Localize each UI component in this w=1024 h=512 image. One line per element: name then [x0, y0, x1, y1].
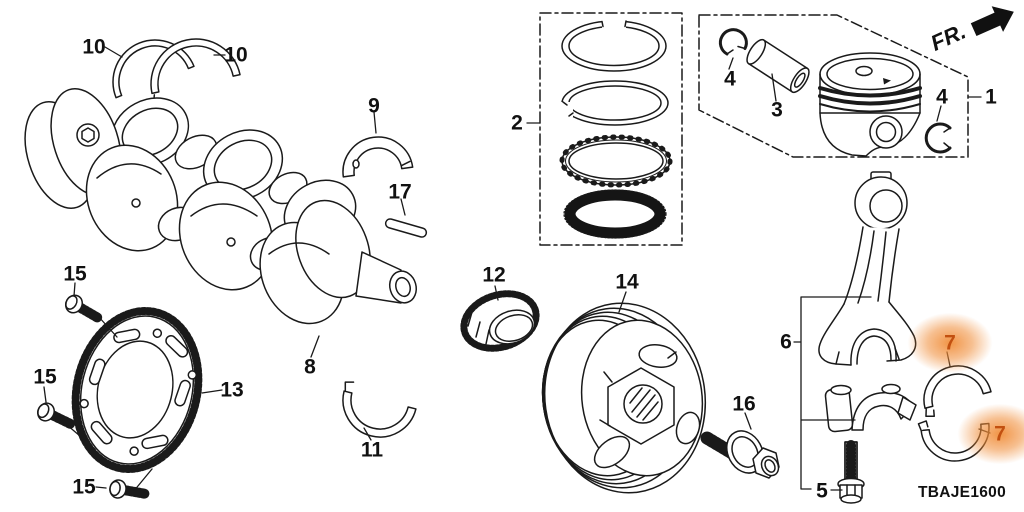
pin-clip-left-drawing	[718, 28, 748, 56]
highlight-glow-rod-bearing-lower	[941, 392, 1024, 476]
piston-drawing	[818, 52, 922, 157]
pulley-bolt-16-drawing	[700, 430, 780, 479]
part-label-rod-bearing-lower[interactable]: 7	[994, 422, 1006, 446]
drive-plate-13-drawing	[71, 307, 203, 473]
part-label-drive-plate-bolt-left[interactable]: 15	[33, 365, 57, 389]
key-17-drawing	[384, 218, 428, 238]
part-label-main-bearing-lower[interactable]: 11	[360, 438, 384, 462]
rod-cap-drawing	[824, 383, 917, 433]
part-label-piston[interactable]: 1	[985, 85, 997, 109]
main-bearing-11-drawing	[342, 381, 417, 438]
part-label-drive-plate-bolt-top[interactable]: 15	[63, 262, 87, 286]
crank-pulley-14-drawing	[541, 302, 707, 494]
part-label-drive-plate-bolt-bottom[interactable]: 15	[72, 475, 96, 499]
part-label-pin-clip-left[interactable]: 4	[724, 67, 736, 91]
piston-kit-drawing	[698, 14, 969, 158]
part-label-main-bearing-upper-right[interactable]: 10	[224, 43, 248, 67]
part-label-main-bearing-9[interactable]: 9	[368, 94, 380, 118]
part-label-pin-clip-right[interactable]: 4	[936, 85, 948, 109]
timing-gear-12-drawing	[460, 290, 540, 352]
pin-clip-right-drawing	[924, 122, 952, 154]
part-label-timing-belt-gear[interactable]: 12	[482, 263, 506, 287]
flange-bolt-15-top-drawing	[64, 294, 105, 324]
part-label-connecting-rod-bolt[interactable]: 5	[816, 479, 828, 503]
piston-pin-drawing	[746, 38, 810, 94]
crankshaft-drawing	[24, 88, 418, 325]
main-bearing-10-left-drawing	[112, 39, 195, 99]
part-label-rod-bearing-upper[interactable]: 7	[944, 331, 956, 355]
part-label-crankshaft-pulley[interactable]: 14	[615, 270, 639, 294]
rod-group-bracket	[793, 296, 872, 491]
part-label-drive-plate[interactable]: 13	[220, 378, 244, 402]
fr-arrow-icon	[970, 6, 1014, 37]
part-label-main-bearing-upper-left[interactable]: 10	[82, 35, 106, 59]
flange-bolt-15-left-drawing	[37, 402, 78, 430]
part-label-piston-pin[interactable]: 3	[771, 98, 783, 122]
rod-bolt-5-drawing	[837, 440, 865, 504]
diagram-code: TBAJE1600	[918, 484, 1006, 501]
main-bearing-9-drawing	[342, 136, 414, 178]
part-label-woodruff-key[interactable]: 17	[388, 180, 412, 204]
flange-bolt-15-bottom-drawing	[109, 479, 152, 500]
part-label-pulley-bolt[interactable]: 16	[732, 392, 756, 416]
part-label-piston-ring-set[interactable]: 2	[511, 111, 523, 135]
part-label-crankshaft[interactable]: 8	[304, 355, 316, 379]
piston-ring-set-drawing	[539, 12, 683, 246]
part-label-connecting-rod[interactable]: 6	[780, 330, 792, 354]
